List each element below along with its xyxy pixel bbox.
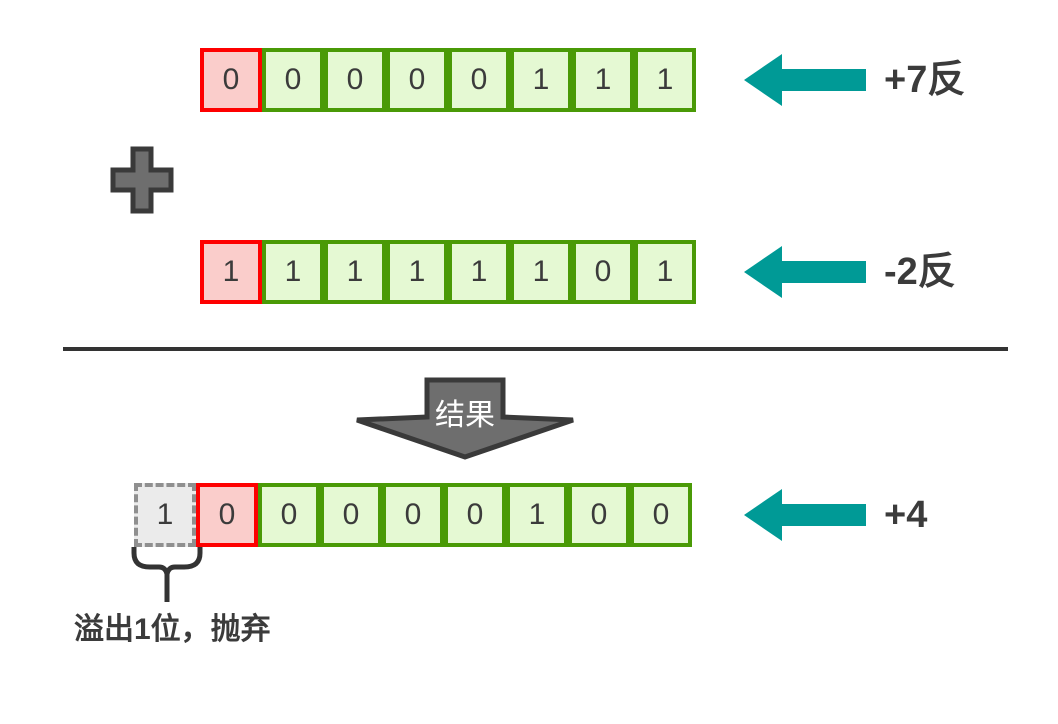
bit-cell: 0 [444,483,506,547]
left-arrow-icon [744,54,866,106]
bit-row-result: 1 0 0 0 0 0 1 0 0 [134,483,692,547]
sign-bit-cell: 1 [200,240,262,304]
bit-cell: 0 [568,483,630,547]
bit-cell: 1 [634,240,696,304]
bit-cell: 0 [320,483,382,547]
bit-cell: 0 [382,483,444,547]
sign-bit-cell: 0 [200,48,262,112]
bit-cell: 1 [510,48,572,112]
bit-cell: 0 [386,48,448,112]
overflow-note: 溢出1位，抛弃 [74,613,271,646]
bit-cell: 1 [262,240,324,304]
plus-operator-icon [110,146,174,214]
result-down-arrow-icon [356,377,574,460]
bit-cell: 0 [258,483,320,547]
bit-cell: 1 [324,240,386,304]
overflow-brace-icon [131,547,203,602]
bit-row-plus7: 0 0 0 0 0 1 1 1 [200,48,696,112]
sign-bit-cell: 0 [196,483,258,547]
bit-cell: 1 [510,240,572,304]
row-label-plus7: +7反 [884,59,966,101]
bit-cell: 0 [572,240,634,304]
bit-cell: 1 [634,48,696,112]
overflow-bit-cell: 1 [134,483,196,547]
row-label-result: +4 [884,494,928,536]
bit-cell: 1 [386,240,448,304]
left-arrow-icon [744,489,866,541]
bit-cell: 0 [630,483,692,547]
bit-cell: 0 [324,48,386,112]
result-arrow-label: 结果 [435,399,495,432]
row-label-minus2: -2反 [884,251,956,293]
divider-line [63,347,1008,351]
bit-cell: 0 [448,48,510,112]
bit-cell: 1 [506,483,568,547]
bit-cell: 0 [262,48,324,112]
bit-cell: 1 [572,48,634,112]
bit-cell: 1 [448,240,510,304]
bit-row-minus2: 1 1 1 1 1 1 0 1 [200,240,696,304]
left-arrow-icon [744,246,866,298]
